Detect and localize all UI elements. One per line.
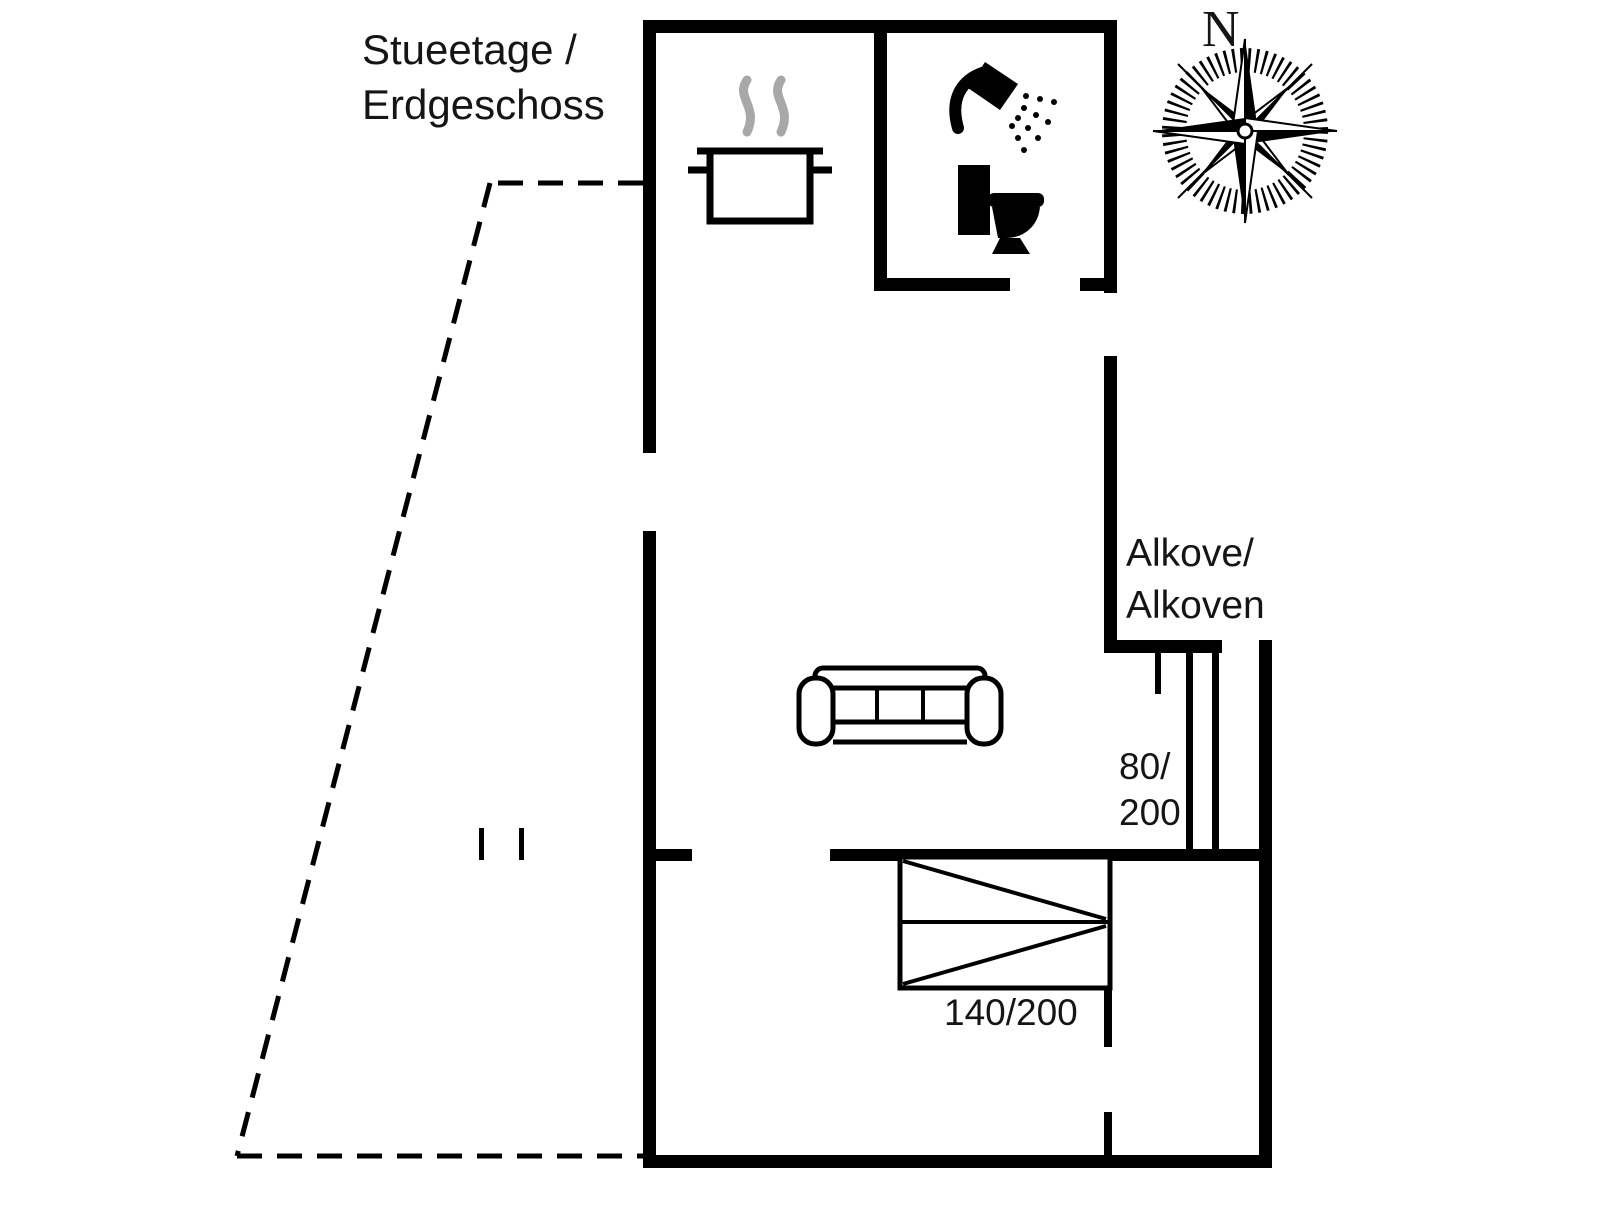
bed-80x200-label: 80/ 200 [1119,744,1181,836]
wall-segment-bottom-stub [1104,1112,1112,1163]
toilet-bowl [992,207,1040,238]
sofa-cushions [828,685,972,725]
toilet-seat [988,193,1044,207]
toilet-tank [958,165,990,235]
wall-segment-right-mid [1104,356,1117,653]
terrace-dashed-outline [234,180,643,1159]
alcove-label-line1: Alkove/ [1126,532,1254,575]
step-tick [479,828,484,860]
bed-80x200-side-line [1212,646,1219,855]
shower-spray-dots [1009,93,1057,153]
terrace-step-marks [479,828,524,860]
bed-140x200-diagonal [902,859,1107,921]
wall-segment-bath-bottom-r [1080,278,1104,291]
wall-segment-mid-left-stub [643,849,692,861]
alcove-label-line2: Alkoven [1126,584,1265,627]
wall-segment-right-lower [1259,640,1272,1168]
wall-segment-left-upper [643,20,656,453]
bed-140x200-diagonal [902,924,1107,986]
toilet-icon [958,165,1044,254]
cooking-pot-icon [688,75,832,225]
floor-level-label: Stueetage / Erdgeschoss [362,22,605,132]
bed-140x200-label: 140/200 [944,992,1078,1033]
steam-line [773,75,789,137]
bed-80x200-side-line [1186,646,1193,855]
step-tick [519,828,524,860]
bed-140x200 [897,854,1113,991]
wall-segment-bath-bottom-l [874,278,1010,291]
alcove-label: Alkove/ Alkoven [1126,528,1265,632]
compass-north-label: N [1202,1,1240,58]
steam-line [739,75,755,137]
shower-icon [949,62,1057,153]
wall-segment-alcove-top [1104,640,1222,653]
compass-center [1236,122,1254,140]
sofa-armrest [796,675,836,747]
wall-segment-right-upper [1104,20,1117,293]
shower-head [968,62,1018,110]
wall-segment-alcove-stub [1155,646,1161,694]
sofa-icon [796,665,1004,747]
pot-body [706,147,814,225]
compass-rose-icon [1152,38,1338,224]
wall-segment-bottom [643,1155,1272,1168]
floor-level-label-line2: Erdgeschoss [362,81,605,128]
bed-80x200-label-line2: 200 [1119,792,1181,833]
wall-segment-bath-vertical [874,20,887,291]
toilet-base [992,238,1030,254]
sofa-armrest [964,675,1004,747]
floor-level-label-line1: Stueetage / [362,26,577,73]
dashed-terrace-line [234,182,493,1157]
bed-80x200 [1186,646,1219,855]
bed-80x200-label-line1: 80/ [1119,746,1171,787]
